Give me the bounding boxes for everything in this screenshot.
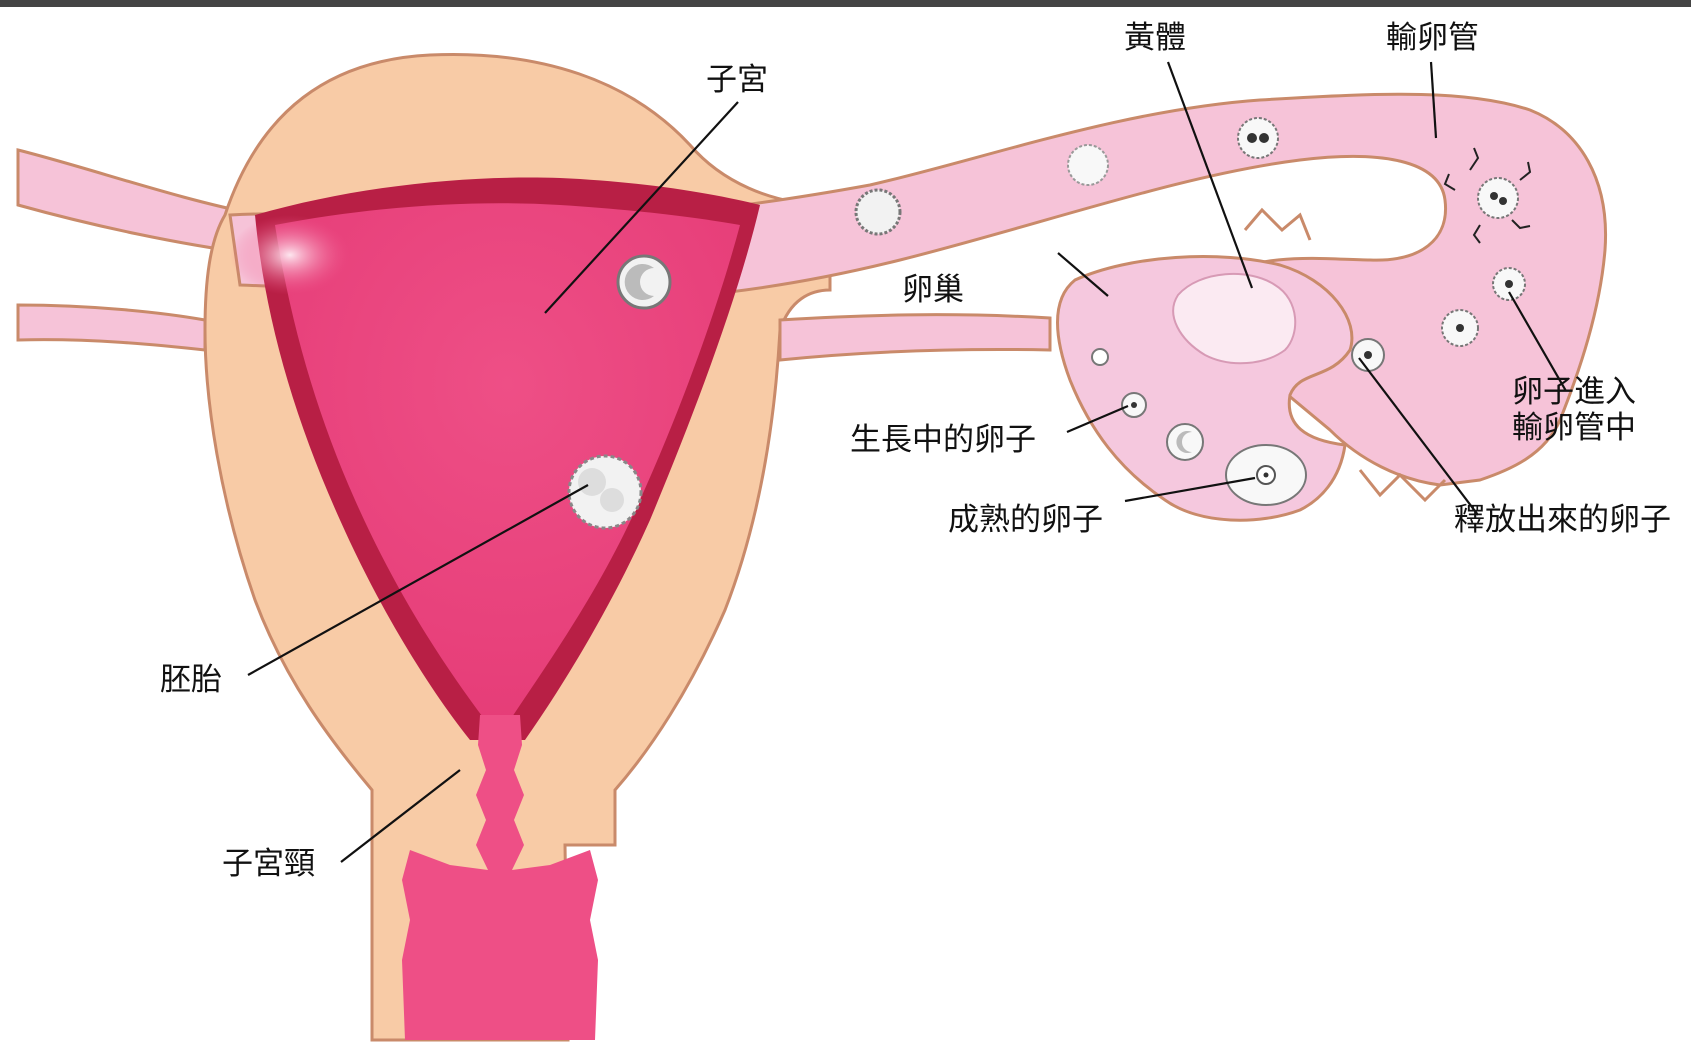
right-ligament xyxy=(780,315,1050,360)
left-ligament xyxy=(18,305,205,350)
egg-icon xyxy=(1068,145,1108,185)
label-growing-egg: 生長中的卵子 xyxy=(850,422,1036,458)
label-corpus-luteum: 黃體 xyxy=(1124,20,1186,56)
tube-opening-glow xyxy=(230,215,350,295)
egg-icon xyxy=(1352,339,1384,371)
fimbriae xyxy=(1245,210,1310,240)
egg-icon xyxy=(1226,445,1306,505)
label-cervix: 子宮頸 xyxy=(222,846,315,882)
label-fallopian-tube: 輸卵管 xyxy=(1386,20,1479,56)
egg-icon xyxy=(1122,393,1146,417)
egg-icon xyxy=(856,190,900,234)
label-uterus: 子宮 xyxy=(706,62,768,98)
label-embryo: 胚胎 xyxy=(160,662,222,698)
egg-icon xyxy=(1092,349,1108,365)
embryo-icon xyxy=(569,456,641,528)
egg-icon xyxy=(1493,268,1525,300)
label-ovary: 卵巢 xyxy=(902,272,964,308)
egg-icon xyxy=(618,256,670,308)
egg-icon xyxy=(1167,424,1203,460)
label-egg-enters-tube-2: 輸卵管中 xyxy=(1512,410,1636,446)
egg-icon xyxy=(1442,310,1478,346)
vagina xyxy=(402,850,598,1040)
cervical-canal xyxy=(476,715,524,870)
label-mature-egg: 成熟的卵子 xyxy=(948,502,1103,538)
egg-icon xyxy=(1238,118,1278,158)
label-released-egg: 釋放出來的卵子 xyxy=(1454,502,1671,538)
label-egg-enters-tube-1: 卵子進入 xyxy=(1512,374,1636,410)
egg-icon xyxy=(1478,178,1518,218)
